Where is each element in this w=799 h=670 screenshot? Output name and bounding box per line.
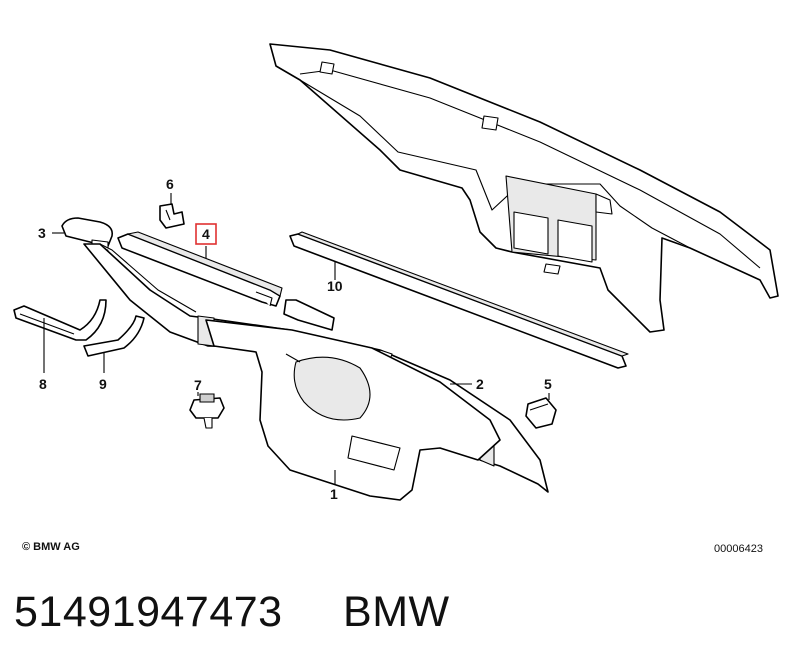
connector-piece [283, 299, 335, 331]
leader-lines [43, 193, 550, 485]
bumper-stop-part-5 [525, 397, 557, 429]
part-number: 51491947473 [14, 588, 283, 636]
callout-2: 2 [476, 376, 484, 392]
callout-4: 4 [202, 226, 210, 242]
callout-8: 8 [39, 376, 47, 392]
drawing-number: 00006423 [714, 543, 763, 555]
callout-10: 10 [327, 278, 343, 294]
strip-part-10 [289, 231, 629, 369]
strip-part-4 [117, 231, 283, 307]
callout-9: 9 [99, 376, 107, 392]
parts-diagram: 3 6 4 10 8 9 7 2 5 1 [13, 43, 779, 502]
callout-4-highlight-box [195, 223, 217, 245]
callout-5: 5 [544, 376, 552, 392]
callout-6: 6 [166, 176, 174, 192]
clip-part-6 [159, 203, 185, 229]
curved-trim-part-9 [83, 315, 145, 357]
rivet-part-7 [189, 393, 225, 429]
callout-3: 3 [38, 225, 46, 241]
curved-trim-part-8 [13, 299, 107, 341]
trim-panel-part-1 [205, 319, 501, 501]
brand-name: BMW [343, 588, 450, 636]
footer-caption: 51491947473 BMW [14, 588, 450, 637]
callout-labels: 3 6 4 10 8 9 7 2 5 1 [38, 176, 552, 502]
trunk-lid [269, 43, 779, 333]
copyright-notice: © BMW AG [22, 541, 80, 553]
callout-7: 7 [194, 377, 202, 393]
callout-1: 1 [330, 486, 338, 502]
